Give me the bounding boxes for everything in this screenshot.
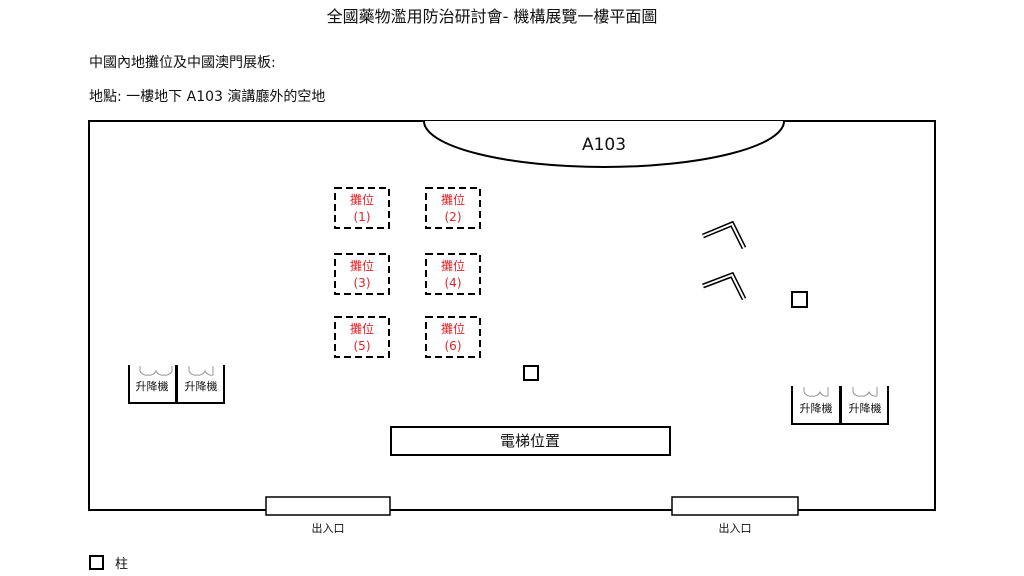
booth-outline: [425, 187, 481, 229]
location-text: 地點: 一樓地下 A103 演講廳外的空地: [89, 88, 325, 105]
exit-label: 出入口: [312, 521, 345, 535]
booth-outline: [425, 316, 481, 358]
booth-6: 攤位 (6): [425, 316, 481, 358]
booth-label: 攤位: [350, 321, 374, 336]
legend-pillar-label: 柱: [115, 557, 128, 572]
lift-label: 升降機: [849, 401, 882, 415]
booth-3: 攤位 (3): [334, 253, 390, 295]
lift-right-2: 升降機: [840, 386, 889, 425]
booth-4: 攤位 (4): [425, 253, 481, 295]
booth-5: 攤位 (5): [334, 316, 390, 358]
lift-label: 升降機: [136, 379, 169, 393]
hall-label: A103: [582, 135, 626, 155]
exit-left: [265, 496, 391, 516]
booth-number: (6): [445, 339, 462, 353]
elevator-position: [390, 426, 671, 456]
booth-number: (5): [354, 339, 371, 353]
booth-outline: [334, 187, 390, 229]
booth-label: 攤位: [441, 321, 465, 336]
legend-pillar-icon: [89, 555, 104, 570]
booth-number: (3): [354, 276, 371, 290]
pillar: [791, 291, 808, 308]
booth-2: 攤位 (2): [425, 187, 481, 229]
exit-right: [671, 496, 799, 516]
booth-1: 攤位 (1): [334, 187, 390, 229]
lift-left-1: 升降機: [128, 365, 177, 404]
hall-a103: [423, 120, 785, 168]
exit-label: 出入口: [719, 521, 752, 535]
lift-left-2: 升降機: [176, 365, 225, 404]
booth-outline: [334, 316, 390, 358]
booth-number: (1): [354, 210, 371, 224]
display-panel-1: [702, 220, 747, 250]
page-title: 全國藥物濫用防治研討會- 機構展覽一樓平面圖: [327, 7, 658, 26]
display-panel-2: [702, 271, 747, 301]
booth-label: 攤位: [350, 258, 374, 273]
subtitle: 中國內地攤位及中國澳門展板:: [89, 55, 276, 71]
booth-label: 攤位: [441, 192, 465, 207]
booth-outline: [334, 253, 390, 295]
booth-label: 攤位: [350, 192, 374, 207]
booth-number: (2): [445, 210, 462, 224]
lift-label: 升降機: [185, 379, 218, 393]
booth-outline: [425, 253, 481, 295]
booth-label: 攤位: [441, 258, 465, 273]
lift-label: 升降機: [800, 401, 833, 415]
booth-number: (4): [445, 276, 462, 290]
elevator-position-label: 電梯位置: [500, 432, 560, 450]
pillar: [523, 365, 539, 381]
lift-right-1: 升降機: [791, 386, 841, 425]
